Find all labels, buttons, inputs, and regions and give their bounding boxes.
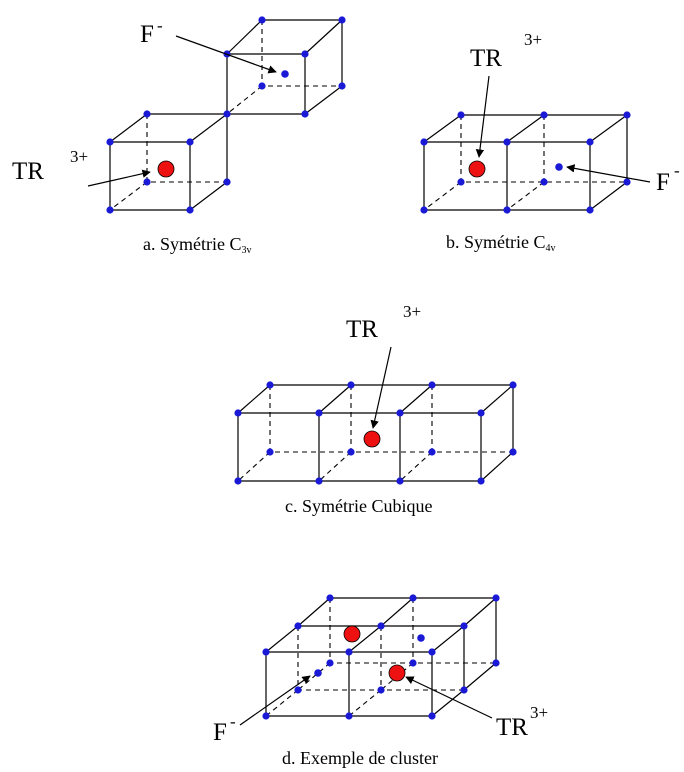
panel-d-tr-ion-upper	[343, 625, 361, 643]
panel-b-f-arrow	[566, 164, 651, 183]
panel-a-f-ion	[281, 70, 289, 78]
panel-a-tr-arrow	[87, 169, 151, 187]
panel-a-vertices	[106, 16, 346, 214]
panel-d-tr-charge: 3+	[530, 703, 548, 722]
panel-b-cells	[423, 114, 628, 211]
panel-d-tr-arrow	[405, 676, 493, 719]
panel-a-tr-ion	[157, 160, 175, 178]
panel-d-tr-label: TR	[496, 714, 528, 741]
panel-c-tr-arrow	[370, 346, 392, 429]
panel-a-f-label: F	[140, 21, 154, 48]
panel-d: F - TR 3+ d. Exemple de cluster	[213, 594, 548, 768]
panel-d-caption: d. Exemple de cluster	[282, 748, 438, 768]
panel-b-tr-charge: 3+	[524, 30, 542, 49]
panel-d-f-label: F	[213, 719, 227, 746]
panel-c-tr-label: TR	[346, 316, 378, 343]
panel-d-tr-ion-lower	[388, 664, 406, 682]
panel-d-f-ion-1	[417, 634, 425, 642]
panel-c-vertices	[234, 381, 517, 485]
panel-b-vertices	[420, 111, 631, 214]
panel-b-tr-ion	[468, 160, 486, 178]
panel-b-caption: b. Symétrie C4v	[446, 232, 556, 254]
panel-d-vertices	[262, 594, 500, 720]
panel-c-tr-charge: 3+	[403, 302, 421, 321]
panel-b: TR 3+ F - b. Symétrie C4v	[420, 30, 680, 254]
panel-b-f-ion	[555, 163, 563, 171]
panel-d-cells	[265, 597, 497, 717]
panel-a-f-charge: -	[157, 16, 163, 35]
panel-b-f-charge: -	[674, 161, 680, 180]
panel-b-f-label: F	[656, 169, 670, 196]
panel-c: TR 3+ c. Symétrie Cubique	[234, 302, 517, 516]
panel-d-f-arrow	[239, 675, 311, 726]
panel-c-tr-ion	[363, 430, 381, 448]
panel-b-tr-label: TR	[470, 45, 502, 72]
panel-a: TR 3+ F - a. Symétrie C3v	[12, 16, 346, 256]
panel-a-upper-cube	[226, 19, 343, 115]
panel-a-tr-label: TR	[12, 158, 44, 185]
panel-d-f-charge: -	[230, 712, 236, 731]
panel-a-caption: a. Symétrie C3v	[143, 234, 251, 256]
panel-b-tr-arrow	[475, 75, 490, 158]
panel-a-tr-charge: 3+	[70, 147, 88, 166]
panel-a-f-arrow	[175, 35, 277, 74]
panel-d-f-ion-2	[314, 669, 322, 677]
panel-c-caption: c. Symétrie Cubique	[285, 496, 432, 516]
